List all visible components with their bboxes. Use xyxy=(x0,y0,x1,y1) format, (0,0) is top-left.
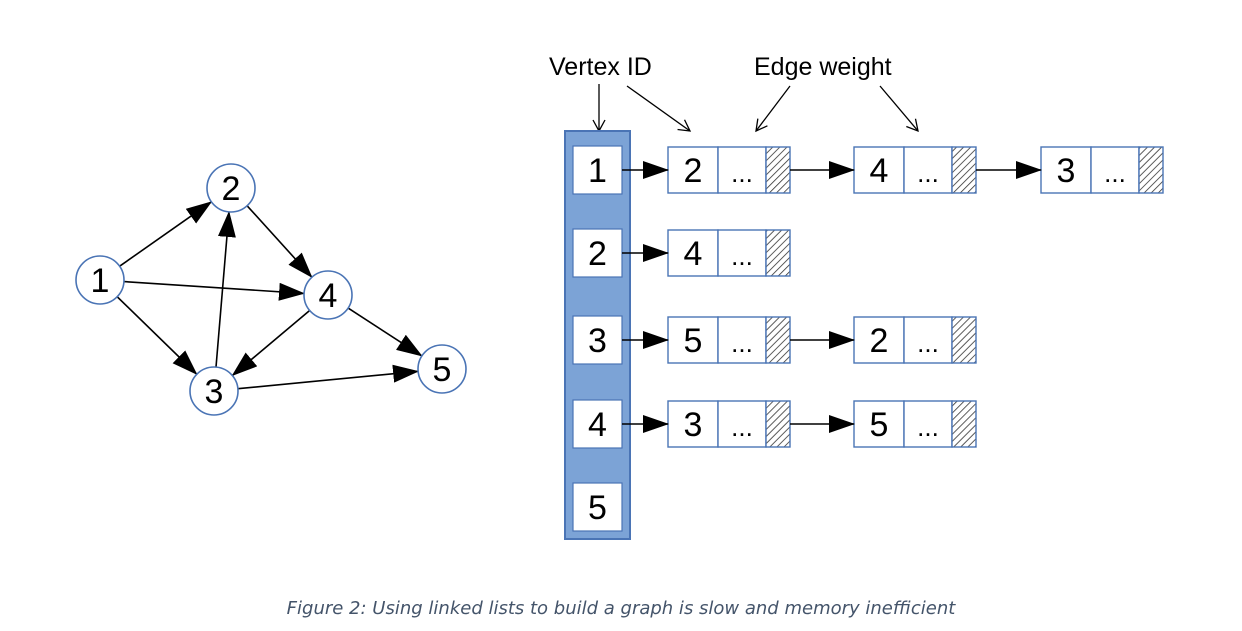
vertex-array: 1 2 3 4 5 xyxy=(564,130,631,540)
list-node-weight-cell xyxy=(717,146,767,194)
list-node-3-5: 5... xyxy=(667,316,791,364)
list-node-next-pointer-cell xyxy=(765,316,791,364)
list-node-4-3: 3... xyxy=(667,400,791,448)
list-node-weight-dots: ... xyxy=(1104,158,1126,188)
list-node-3-2: 2... xyxy=(853,316,977,364)
list-node-weight-cell xyxy=(903,400,953,448)
graph-edges xyxy=(116,201,423,390)
list-node-id: 3 xyxy=(1057,152,1076,190)
vertex-id-label: Vertex ID xyxy=(549,53,652,81)
list-node-id: 5 xyxy=(870,406,889,444)
list-node-next-pointer-cell xyxy=(765,146,791,194)
list-node-weight-cell xyxy=(717,400,767,448)
list-node-next-pointer-cell xyxy=(765,229,791,277)
vertex-array-cell-box xyxy=(572,482,623,532)
graph-node-circle xyxy=(189,366,239,416)
list-node-weight-dots: ... xyxy=(917,158,939,188)
list-node-next-pointer-cell xyxy=(951,146,977,194)
graph-node-label: 5 xyxy=(433,351,452,389)
list-node-next-pointer-cell xyxy=(951,400,977,448)
graph-node-3: 3 xyxy=(189,366,239,416)
graph-nodes: 1 2 3 4 5 xyxy=(75,163,467,416)
graph-node-label: 4 xyxy=(319,277,338,315)
list-node-weight-dots: ... xyxy=(917,412,939,442)
list-node-weight-dots: ... xyxy=(731,158,753,188)
graph-edge-1-2 xyxy=(119,201,213,267)
vertex-array-cell-3: 3 xyxy=(572,315,623,365)
linked-lists: 2...4...3...4...5...2...3...5... xyxy=(622,146,1164,448)
list-node-weight-cell xyxy=(717,229,767,277)
label-pointers xyxy=(592,84,919,133)
vertex-array-cell-label: 2 xyxy=(588,235,607,273)
vertex-array-cell-label: 4 xyxy=(588,406,607,444)
figure-caption: Figure 2: Using linked lists to build a … xyxy=(286,598,956,619)
graph-edge-1-3 xyxy=(116,296,198,375)
list-node-id: 2 xyxy=(684,152,703,190)
graph-node-circle xyxy=(303,270,353,320)
list-node-weight-cell xyxy=(1090,146,1140,194)
list-node-id: 2 xyxy=(870,322,889,360)
vertex-array-cell-label: 1 xyxy=(588,152,607,190)
vertex-array-cell-box xyxy=(572,399,623,449)
edge-weight-pointer-first xyxy=(755,85,791,133)
graph-node-label: 2 xyxy=(222,170,241,208)
list-node-1-2: 2... xyxy=(667,146,791,194)
graph-edge-4-3 xyxy=(231,309,311,377)
vertex-array-cell-label: 5 xyxy=(588,489,607,527)
graph-edge-4-5 xyxy=(347,307,423,357)
list-node-weight-dots: ... xyxy=(731,328,753,358)
graph-node-2: 2 xyxy=(206,163,256,213)
vertex-array-cell-label: 3 xyxy=(588,322,607,360)
graph-node-5: 5 xyxy=(417,344,467,394)
vertex-array-cell-1: 1 xyxy=(572,145,623,195)
edge-weight-pointer-second xyxy=(879,85,919,133)
directed-graph: 1 2 3 4 5 xyxy=(75,163,467,416)
list-node-next-pointer-cell xyxy=(765,400,791,448)
list-node-4-5: 5... xyxy=(853,400,977,448)
graph-edge-3-2 xyxy=(215,210,236,368)
graph-node-4: 4 xyxy=(303,270,353,320)
list-node-weight-cell xyxy=(717,316,767,364)
list-node-id: 3 xyxy=(684,406,703,444)
vertex-id-pointer-list xyxy=(626,85,692,132)
list-node-2-4: 4... xyxy=(667,229,791,277)
graph-edge-1-4 xyxy=(123,280,306,301)
list-node-weight-dots: ... xyxy=(917,328,939,358)
graph-node-circle xyxy=(75,255,125,305)
list-node-next-pointer-cell xyxy=(1138,146,1164,194)
edge-weight-label: Edge weight xyxy=(754,53,892,81)
graph-edge-2-4 xyxy=(246,205,313,278)
vertex-array-cell-5: 5 xyxy=(572,482,623,532)
vertex-array-cell-4: 4 xyxy=(572,399,623,449)
list-node-id: 4 xyxy=(870,152,889,190)
list-node-1-4: 4... xyxy=(853,146,977,194)
list-node-id: 5 xyxy=(684,322,703,360)
list-node-weight-dots: ... xyxy=(731,241,753,271)
list-node-weight-cell xyxy=(903,146,953,194)
graph-node-label: 1 xyxy=(91,262,110,300)
graph-node-circle xyxy=(206,163,256,213)
list-node-id: 4 xyxy=(684,235,703,273)
graph-node-label: 3 xyxy=(205,373,224,411)
list-node-id-cell xyxy=(853,146,905,194)
graph-node-1: 1 xyxy=(75,255,125,305)
list-node-1-3: 3... xyxy=(1040,146,1164,194)
graph-node-circle xyxy=(417,344,467,394)
vertex-array-cell-box xyxy=(572,145,623,195)
graph-edge-3-5 xyxy=(237,364,420,390)
vertex-array-cell-2: 2 xyxy=(572,228,623,278)
list-node-next-pointer-cell xyxy=(951,316,977,364)
list-node-weight-dots: ... xyxy=(731,412,753,442)
vertex-array-cell-box xyxy=(572,228,623,278)
list-node-id-cell xyxy=(853,400,905,448)
